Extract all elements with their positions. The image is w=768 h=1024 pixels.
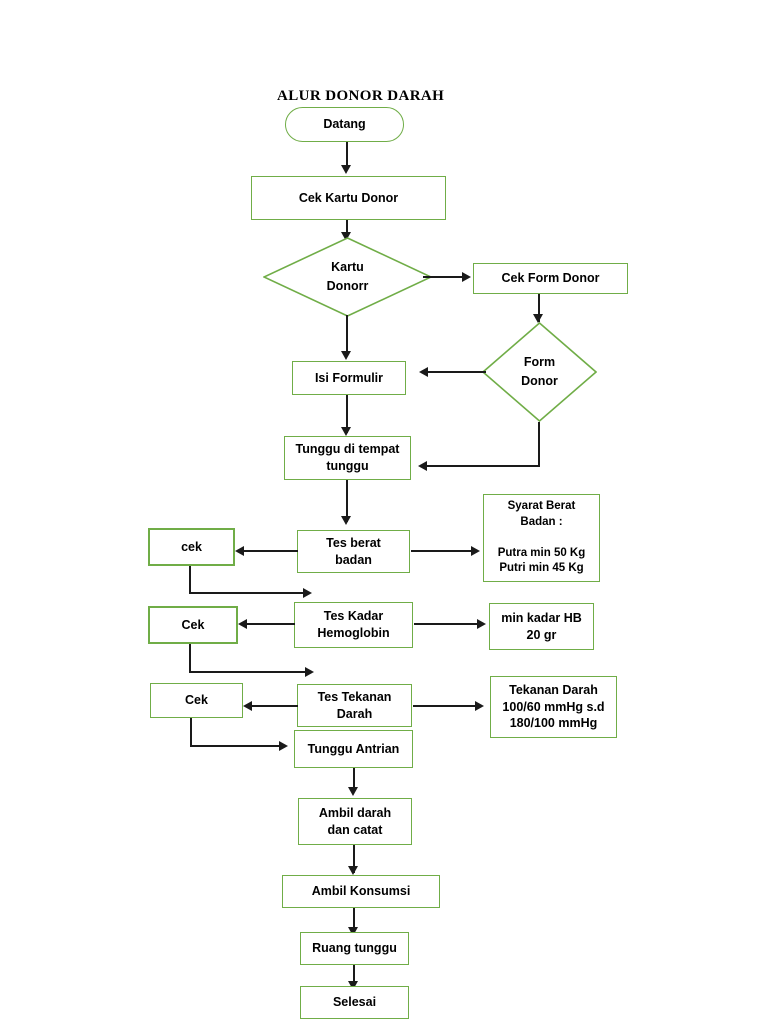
connector-kartu-donorr-to-cek-form [423,276,463,279]
arrowhead-left [419,367,428,377]
node-form-donor[interactable]: Form Donor [482,322,597,422]
connector-tes-tekanan-to-syarat [413,705,476,708]
connector-tes-kadar-to-cek [243,623,295,626]
node-cek-hb[interactable]: Cek [148,606,238,644]
connector-tes-kadar-to-min-hb [414,623,478,626]
arrowhead-down [341,427,351,436]
arrowhead-down [348,787,358,796]
arrowhead-right [471,546,480,556]
connector-cek-kartu-to-kartu-donorr [346,220,349,240]
arrowhead-down [348,866,358,875]
diamond-shape [482,322,597,422]
node-cek-berat[interactable]: cek [148,528,235,566]
node-tunggu-di-tempat-tunggu[interactable]: Tunggu di tempat tunggu [284,436,411,480]
node-datang[interactable]: Datang [285,107,404,142]
connector-cek-berat-to-tes-kadar [189,592,305,595]
node-tes-tekanan-darah[interactable]: Tes Tekanan Darah [297,684,412,727]
connector-cek-hb-down [189,644,192,673]
arrowhead-down [341,516,351,525]
arrowhead-down [533,314,543,323]
connector-tunggu-to-tes-berat [346,480,349,522]
connector-form-donor-to-tunggu [423,465,540,468]
connector-tes-berat-to-syarat [411,550,472,553]
connector-tes-berat-to-cek [240,550,298,553]
arrowhead-right [305,667,314,677]
arrowhead-right [475,701,484,711]
arrowhead-right [279,741,288,751]
node-kartu-donorr[interactable]: Kartu Donorr [263,237,432,317]
arrowhead-down [341,232,351,241]
node-isi-formulir[interactable]: Isi Formulir [292,361,406,395]
node-tekanan-darah-syarat[interactable]: Tekanan Darah 100/60 mmHg s.d 180/100 mm… [490,676,617,738]
connector-tes-tekanan-to-cek [248,705,298,708]
connector-cek-hb-to-tes-tekanan [189,671,307,674]
connector-ambil-darah-to-ambil-konsumsi [353,845,356,873]
connector-ruang-tunggu-to-selesai [353,965,356,987]
arrowhead-left [238,619,247,629]
node-tes-berat-badan[interactable]: Tes berat badan [297,530,410,573]
node-label: Form Donor [521,355,558,388]
arrowhead-left [418,461,427,471]
node-ruang-tunggu[interactable]: Ruang tunggu [300,932,409,965]
connector-ambil-konsumsi-to-ruang-tunggu [353,908,356,933]
connector-isi-formulir-to-tunggu [346,395,349,433]
node-tunggu-antrian[interactable]: Tunggu Antrian [294,730,413,768]
node-cek-form-donor[interactable]: Cek Form Donor [473,263,628,294]
arrowhead-down [348,981,358,990]
connector-cek-berat-down [189,566,192,594]
connector-form-donor-to-isi-formulir [424,371,486,374]
node-syarat-berat-badan[interactable]: Syarat Berat Badan : Putra min 50 Kg Put… [483,494,600,582]
connector-datang-to-cek-kartu [346,142,349,167]
connector-cek-tekanan-to-tunggu-antrian [190,745,281,748]
arrowhead-right [462,272,471,282]
connector-kartu-donorr-to-isi-formulir [346,315,349,355]
node-selesai[interactable]: Selesai [300,986,409,1019]
connector-cek-tekanan-down [190,718,193,747]
node-cek-tekanan[interactable]: Cek [150,683,243,718]
node-ambil-konsumsi[interactable]: Ambil Konsumsi [282,875,440,908]
arrowhead-down [341,165,351,174]
node-ambil-darah-dan-catat[interactable]: Ambil darah dan catat [298,798,412,845]
arrowhead-right [303,588,312,598]
arrowhead-left [243,701,252,711]
connector-cek-form-to-form-donor [538,294,541,322]
node-label: Kartu Donorr [326,260,369,293]
node-tes-kadar-hemoglobin[interactable]: Tes Kadar Hemoglobin [294,602,413,648]
connector-tunggu-antrian-to-ambil-darah [353,768,356,792]
node-cek-kartu-donor[interactable]: Cek Kartu Donor [251,176,446,220]
arrowhead-left [235,546,244,556]
node-min-kadar-hb[interactable]: min kadar HB 20 gr [489,603,594,650]
diagram-title: ALUR DONOR DARAH [277,88,445,104]
connector-form-donor-down [538,422,541,467]
arrowhead-down [348,927,358,936]
arrowhead-right [477,619,486,629]
arrowhead-down [341,351,351,360]
